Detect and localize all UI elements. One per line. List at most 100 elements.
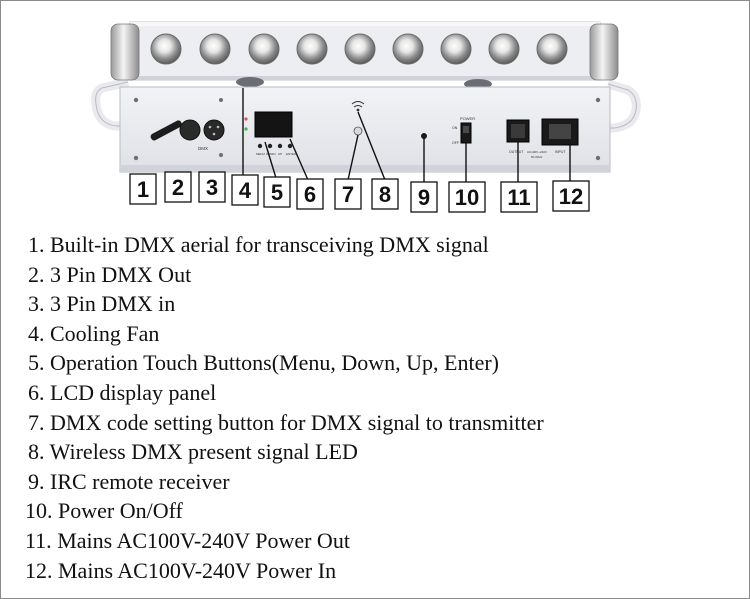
- legend-text: Wireless DMX present signal LED: [49, 439, 358, 465]
- legend-item: 6. LCD display panel: [28, 378, 728, 408]
- callout-box: [198, 171, 226, 203]
- legend-item: 10. Power On/Off: [25, 496, 728, 526]
- voltage-label: AC100V~240V: [527, 150, 547, 154]
- lens-bar-top-edge: [130, 22, 600, 26]
- fan-vent-left: [236, 77, 264, 87]
- legend-item: 1. Built-in DMX aerial for transceiving …: [28, 230, 728, 260]
- legend-number: 10.: [25, 498, 53, 524]
- legend-item: 2. 3 Pin DMX Out: [28, 260, 728, 290]
- leader-line: [347, 134, 359, 181]
- callout-number: 12: [559, 184, 583, 209]
- legend-item: 5. Operation Touch Buttons(Menu, Down, U…: [28, 348, 728, 378]
- led-lens: [296, 33, 328, 65]
- legend-item: 8. Wireless DMX present signal LED: [28, 437, 728, 467]
- lens-bar-bottom-edge: [130, 76, 600, 80]
- led-bar-fixture-illustration: DMX MENU DOWN UP ENTER POWER ON OFF OUTP…: [91, 21, 641, 213]
- callout-number: 5: [271, 180, 283, 205]
- legend-text: 3 Pin DMX in: [50, 291, 176, 317]
- dmx-aerial: [150, 120, 182, 141]
- legend-text: LCD display panel: [50, 379, 217, 405]
- xlr-pin: [216, 125, 220, 129]
- callout-box: [500, 181, 538, 213]
- rear-panel-bottom-strip: [120, 165, 610, 172]
- up-button: [277, 143, 283, 149]
- screw-icon: [595, 155, 601, 161]
- frequency-label: 50-60Hz: [531, 155, 543, 159]
- led-lens: [150, 33, 182, 65]
- status-led-red: [244, 117, 248, 121]
- led-lens: [536, 33, 568, 65]
- leader-line: [264, 141, 277, 179]
- legend-number: 4.: [28, 320, 45, 346]
- legend-text: Power On/Off: [58, 498, 183, 524]
- led-lens: [488, 33, 520, 65]
- callout-number: 10: [455, 185, 479, 210]
- callout-number: 2: [172, 175, 184, 200]
- status-led-green: [244, 127, 248, 131]
- legend-text: Mains AC100V-240V Power In: [58, 557, 337, 583]
- legend-text: Operation Touch Buttons(Menu, Down, Up, …: [50, 350, 499, 376]
- callout-box: [129, 173, 157, 205]
- callout-number: 3: [206, 175, 218, 200]
- callout-number: 1: [137, 177, 149, 202]
- button-label-menu: MENU: [256, 152, 265, 156]
- legend-item: 3. 3 Pin DMX in: [28, 289, 728, 319]
- legend-text: 3 Pin DMX Out: [50, 261, 192, 287]
- dmx-port-label: DMX: [198, 146, 208, 151]
- callout-box: [410, 181, 438, 213]
- legend-number: 11.: [25, 527, 52, 553]
- left-end-cap: [110, 23, 140, 81]
- callout-box: [263, 176, 291, 208]
- callout-box: [552, 180, 590, 212]
- button-label-up: UP: [278, 152, 282, 156]
- legend-text: Mains AC100V-240V Power Out: [57, 527, 350, 553]
- right-handle: [606, 79, 641, 133]
- callout-number: 9: [418, 185, 430, 210]
- wireless-signal-icon: [351, 101, 365, 108]
- dmx-code-button: [353, 126, 363, 136]
- callout-numbers: 1 2 3 4 5 6 7 8 9 10 11 12: [129, 171, 590, 213]
- right-end-cap: [589, 23, 619, 81]
- legend-number: 2.: [28, 261, 45, 287]
- right-handle-outline: [607, 83, 637, 129]
- callout-number: 8: [379, 182, 391, 207]
- irc-receiver: [421, 133, 427, 139]
- xlr-out-connector: [179, 119, 201, 141]
- legend-text: IRC remote receiver: [50, 468, 230, 494]
- led-lens: [344, 33, 376, 65]
- left-handle-outline: [95, 81, 129, 127]
- callout-box: [448, 181, 486, 213]
- led-lenses: [150, 33, 568, 65]
- menu-button: [257, 143, 263, 149]
- xlr-pin: [208, 125, 212, 129]
- callout-number: 6: [304, 182, 316, 207]
- down-button: [267, 143, 273, 149]
- callout-box: [334, 178, 362, 210]
- legend-text: Built-in DMX aerial for transceiving DMX…: [50, 232, 489, 257]
- callout-number: 4: [239, 178, 252, 203]
- legend-item: 12. Mains AC100V-240V Power In: [25, 556, 728, 586]
- touch-buttons: MENU DOWN UP ENTER: [256, 143, 297, 156]
- callout-box: [231, 174, 259, 206]
- button-label-down: DOWN: [266, 152, 276, 156]
- legend-number: 3.: [28, 291, 45, 317]
- led-lens: [248, 33, 280, 65]
- output-label: OUTPUT: [509, 150, 524, 154]
- leader-line: [357, 111, 386, 181]
- legend-item: 4. Cooling Fan: [28, 319, 728, 349]
- callout-box: [371, 178, 399, 210]
- power-switch-rocker: [463, 126, 469, 133]
- input-label: INPUT: [555, 150, 566, 154]
- legend-number: 7.: [28, 409, 45, 435]
- callout-box: [164, 171, 192, 203]
- legend-number: 6.: [28, 379, 45, 405]
- power-out-socket-inner: [511, 124, 525, 138]
- legend-item: 9. IRC remote receiver: [28, 467, 728, 497]
- power-switch-label: POWER: [460, 116, 475, 121]
- led-lens: [199, 33, 231, 65]
- xlr-in-connector: [203, 119, 225, 141]
- button-label-enter: ENTER: [286, 152, 297, 156]
- callout-number: 11: [507, 185, 530, 210]
- screw-icon: [133, 97, 139, 103]
- lcd-display: [254, 111, 293, 138]
